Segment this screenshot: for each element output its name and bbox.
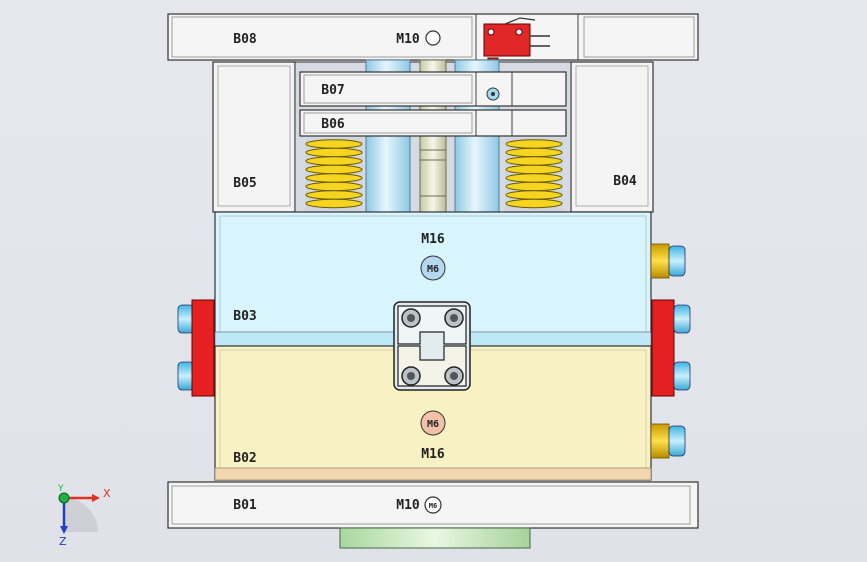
label-m16-upper: M16 <box>421 232 445 247</box>
label-b03: B03 <box>233 309 256 324</box>
clamp-bolts <box>401 308 464 386</box>
plate-b08[interactable]: B08 M10 <box>167 13 699 61</box>
label-b07: B07 <box>321 83 344 98</box>
spring-coil <box>305 198 363 209</box>
plate-b07[interactable]: B07 <box>299 71 567 107</box>
label-b01: B01 <box>233 498 257 513</box>
plate-b06[interactable]: B06 <box>299 109 567 137</box>
spring-coil <box>505 139 563 149</box>
spring-coil <box>305 181 363 192</box>
axis-triad[interactable]: X Z Y <box>57 484 111 548</box>
spring-coil <box>305 190 363 200</box>
axis-y-label: Y <box>57 484 64 494</box>
label-b08: B08 <box>233 32 257 47</box>
label-m6-bottom: M6 <box>429 502 437 510</box>
spring-right <box>505 138 563 212</box>
spring-coil <box>305 164 363 175</box>
axis-z-label: Z <box>59 535 67 548</box>
label-m6-lower: M6 <box>427 419 439 430</box>
side-block-right[interactable] <box>651 299 691 397</box>
spring-coil <box>505 190 563 200</box>
label-b04: B04 <box>613 174 637 189</box>
spring-coil <box>305 139 363 149</box>
spring-coil <box>305 173 363 183</box>
label-b06: B06 <box>321 117 345 132</box>
cooling-fitting-lower[interactable] <box>650 423 686 459</box>
spring-coil <box>505 198 563 209</box>
plate-b03[interactable]: B03 M16 M6 <box>214 211 652 347</box>
locating-ring <box>339 527 531 549</box>
y-axis-dot-icon <box>58 492 70 504</box>
spring-coil <box>505 147 563 158</box>
label-m10-top: M10 <box>396 32 420 47</box>
cooling-fitting-upper[interactable] <box>650 243 686 279</box>
label-b05: B05 <box>233 176 256 191</box>
screw-hole-icon <box>425 30 441 46</box>
spring-coil <box>505 181 563 192</box>
spring-coil <box>505 173 563 183</box>
side-block-left[interactable] <box>177 299 215 397</box>
spring-left <box>305 138 363 212</box>
label-m6-upper: M6 <box>427 264 439 275</box>
label-b02: B02 <box>233 451 256 466</box>
spring-coil <box>305 156 363 166</box>
spring-coil <box>505 164 563 175</box>
plate-b01[interactable]: B01 M10 M6 <box>167 481 699 529</box>
block-b05[interactable]: B05 <box>212 61 296 213</box>
label-m16-lower: M16 <box>421 447 445 462</box>
label-m10-bottom: M10 <box>396 498 420 513</box>
block-b04[interactable]: B04 <box>570 61 654 213</box>
axis-x-label: X <box>103 487 111 500</box>
spring-coil <box>505 156 563 166</box>
spring-coil <box>305 147 363 158</box>
